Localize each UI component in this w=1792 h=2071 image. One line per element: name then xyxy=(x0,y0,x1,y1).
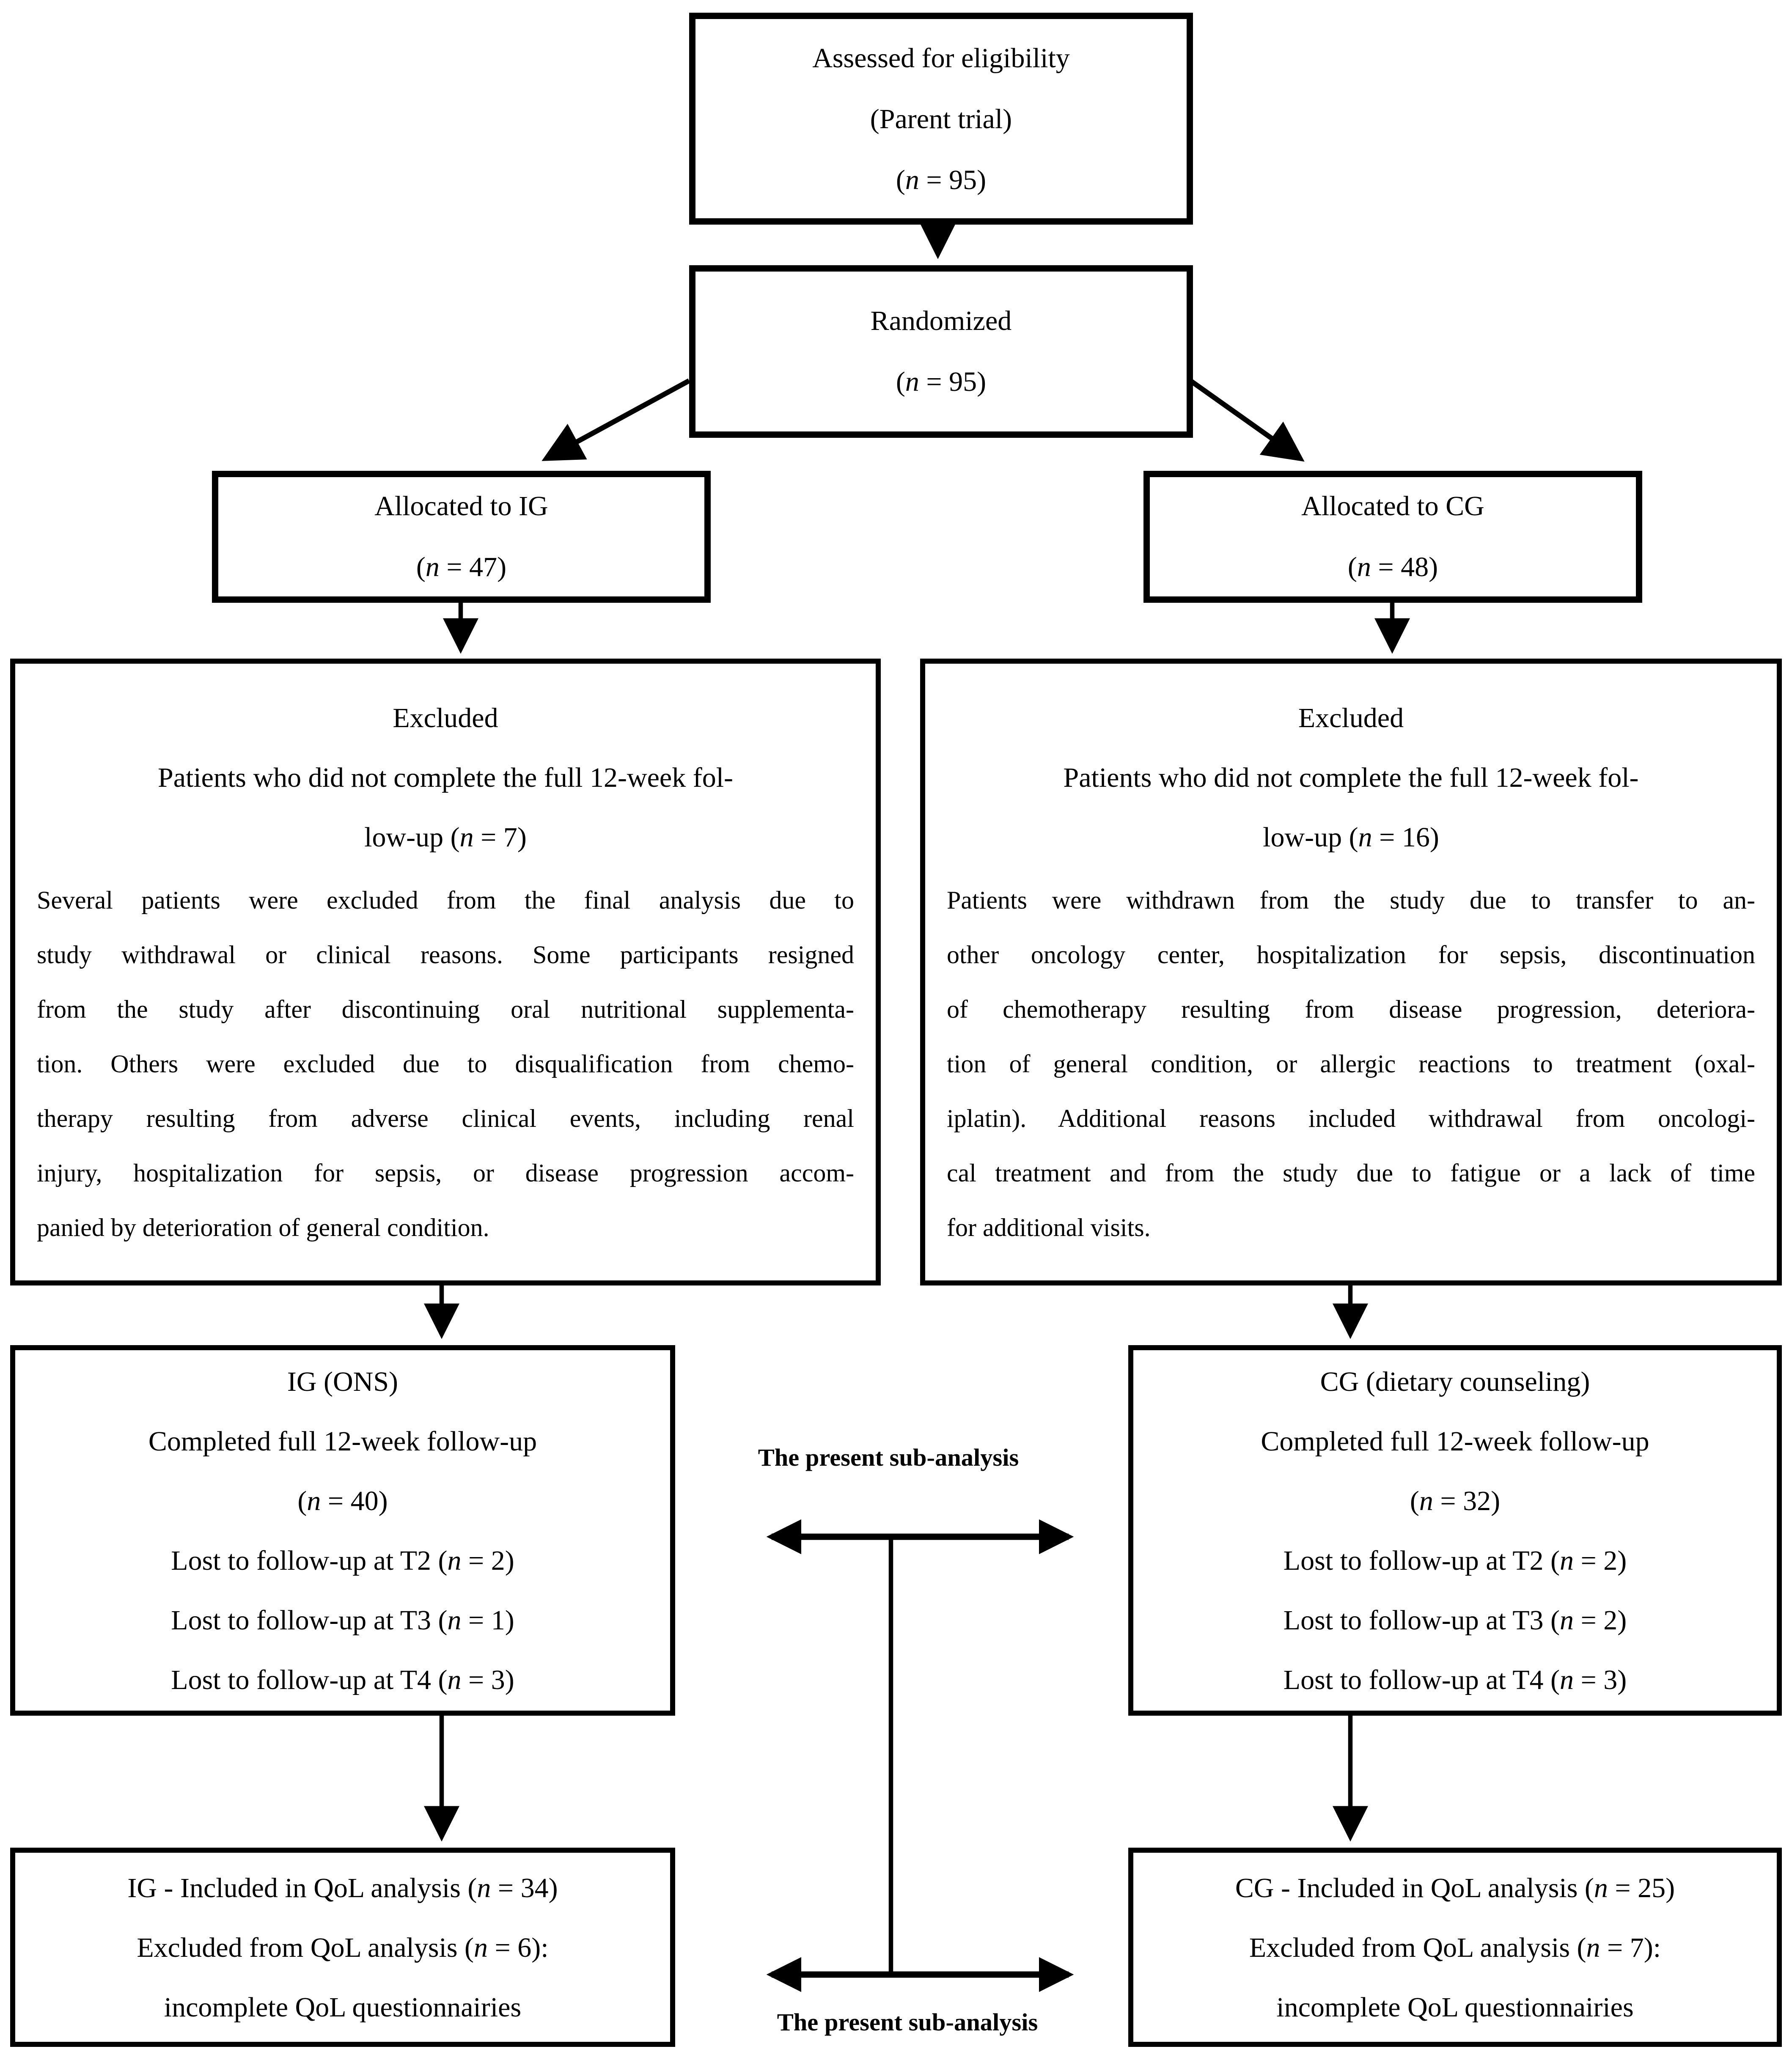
text-line: (n = 40) xyxy=(297,1485,388,1516)
text-line: low-up (n = 7) xyxy=(364,821,527,853)
label-present-subanalysis-bottom: The present sub-analysis xyxy=(777,2010,1038,2037)
text-line: (Parent trial) xyxy=(870,102,1012,134)
text-line: IG (ONS) xyxy=(287,1365,399,1397)
text-line: Lost to follow-up at T2 (n = 2) xyxy=(1283,1544,1627,1576)
box-followup-cg: CG (dietary counseling) Completed full 12… xyxy=(1128,1345,1782,1716)
text-line: (n = 47) xyxy=(416,551,507,582)
text-line: panied by deterioration of general condi… xyxy=(37,1214,489,1242)
text-line: low-up (n = 16) xyxy=(1263,821,1439,853)
text-line: Excluded xyxy=(1298,702,1404,733)
text-line: Assessed for eligibility xyxy=(812,41,1070,73)
text-line: Allocated to CG xyxy=(1301,490,1484,522)
box-followup-ig: IG (ONS) Completed full 12-week follow-up… xyxy=(10,1345,675,1716)
text-line: Lost to follow-up at T4 (n = 3) xyxy=(171,1664,514,1695)
text-line: Patients who did not complete the full 1… xyxy=(1063,761,1639,793)
box-allocated-ig: Allocated to IG (n = 47) xyxy=(212,471,711,603)
text-line: CG (dietary counseling) xyxy=(1320,1365,1590,1397)
text-line: Completed full 12-week follow-up xyxy=(1261,1425,1649,1457)
text-line: Lost to follow-up at T2 (n = 2) xyxy=(171,1544,514,1576)
followup-cg-lines: CG (dietary counseling) Completed full 12… xyxy=(1133,1351,1777,1709)
text-line: iplatin). Additional reasons included wi… xyxy=(947,1105,1755,1133)
text-line: Several patients were excluded from the … xyxy=(37,887,854,915)
qol-cg-lines: CG - Included in QoL analysis (n = 25) Ex… xyxy=(1133,1858,1777,2037)
label-present-subanalysis-top: The present sub-analysis xyxy=(758,1445,1019,1472)
box-qol-analysis-cg: CG - Included in QoL analysis (n = 25) Ex… xyxy=(1128,1848,1782,2047)
box-assessed-eligibility: Assessed for eligibility (Parent trial) (n… xyxy=(689,13,1193,225)
qol-ig-lines: IG - Included in QoL analysis (n = 34) Ex… xyxy=(15,1858,670,2037)
text-line: IG - Included in QoL analysis (n = 34) xyxy=(127,1872,558,1903)
arrow-randomized-to-allocated-cg xyxy=(1189,379,1305,462)
text-line: cal treatment and from the study due to … xyxy=(947,1160,1755,1188)
excluded-cg-body: Patients were withdrawn from the study d… xyxy=(925,874,1777,1256)
text-line: (n = 32) xyxy=(1410,1485,1501,1516)
text-line: (n = 95) xyxy=(896,163,987,195)
text-line: therapy resulting from adverse clinical … xyxy=(37,1105,854,1133)
text-line: Completed full 12-week follow-up xyxy=(148,1425,537,1457)
text-line: Excluded from QoL analysis (n = 7): xyxy=(1249,1931,1661,1963)
followup-ig-lines: IG (ONS) Completed full 12-week follow-up… xyxy=(15,1351,670,1709)
text-line: from the study after discontinuing oral … xyxy=(37,996,854,1024)
text-line: Excluded from QoL analysis (n = 6): xyxy=(137,1931,549,1963)
text-line: Patients were withdrawn from the study d… xyxy=(947,887,1755,915)
box-allocated-cg: Allocated to CG (n = 48) xyxy=(1143,471,1642,603)
box-randomized: Randomized (n = 95) xyxy=(689,265,1193,438)
text-line: study withdrawal or clinical reasons. So… xyxy=(37,942,854,970)
text-line: for additional visits. xyxy=(947,1214,1151,1242)
text-line: other oncology center, hospitalization f… xyxy=(947,942,1755,970)
text-line: incomplete QoL questionnairies xyxy=(1276,1991,1634,2023)
box-qol-analysis-ig: IG - Included in QoL analysis (n = 34) Ex… xyxy=(10,1848,675,2047)
text-line: Lost to follow-up at T4 (n = 3) xyxy=(1283,1664,1627,1695)
text-line: Excluded xyxy=(393,702,498,733)
text-line: (n = 95) xyxy=(896,365,987,397)
text-line: Allocated to IG xyxy=(374,490,548,522)
text-line: Lost to follow-up at T3 (n = 2) xyxy=(1283,1604,1627,1636)
text-line: (n = 48) xyxy=(1347,551,1438,582)
text-line: Patients who did not complete the full 1… xyxy=(157,761,734,793)
text-line: tion of general condition, or allergic r… xyxy=(947,1051,1755,1079)
text-line: incomplete QoL questionnairies xyxy=(164,1991,522,2023)
text-line: CG - Included in QoL analysis (n = 25) xyxy=(1235,1872,1675,1903)
text-line: of chemotherapy resulting from disease p… xyxy=(947,996,1755,1024)
text-line: Lost to follow-up at T3 (n = 1) xyxy=(171,1604,514,1636)
arrow-randomized-to-allocated-ig xyxy=(541,378,690,461)
text-line: tion. Others were excluded due to disqua… xyxy=(37,1051,854,1079)
text-line: injury, hospitalization for sepsis, or d… xyxy=(37,1160,854,1188)
excluded-ig-body: Several patients were excluded from the … xyxy=(15,874,876,1256)
text-line: Randomized xyxy=(870,305,1012,336)
